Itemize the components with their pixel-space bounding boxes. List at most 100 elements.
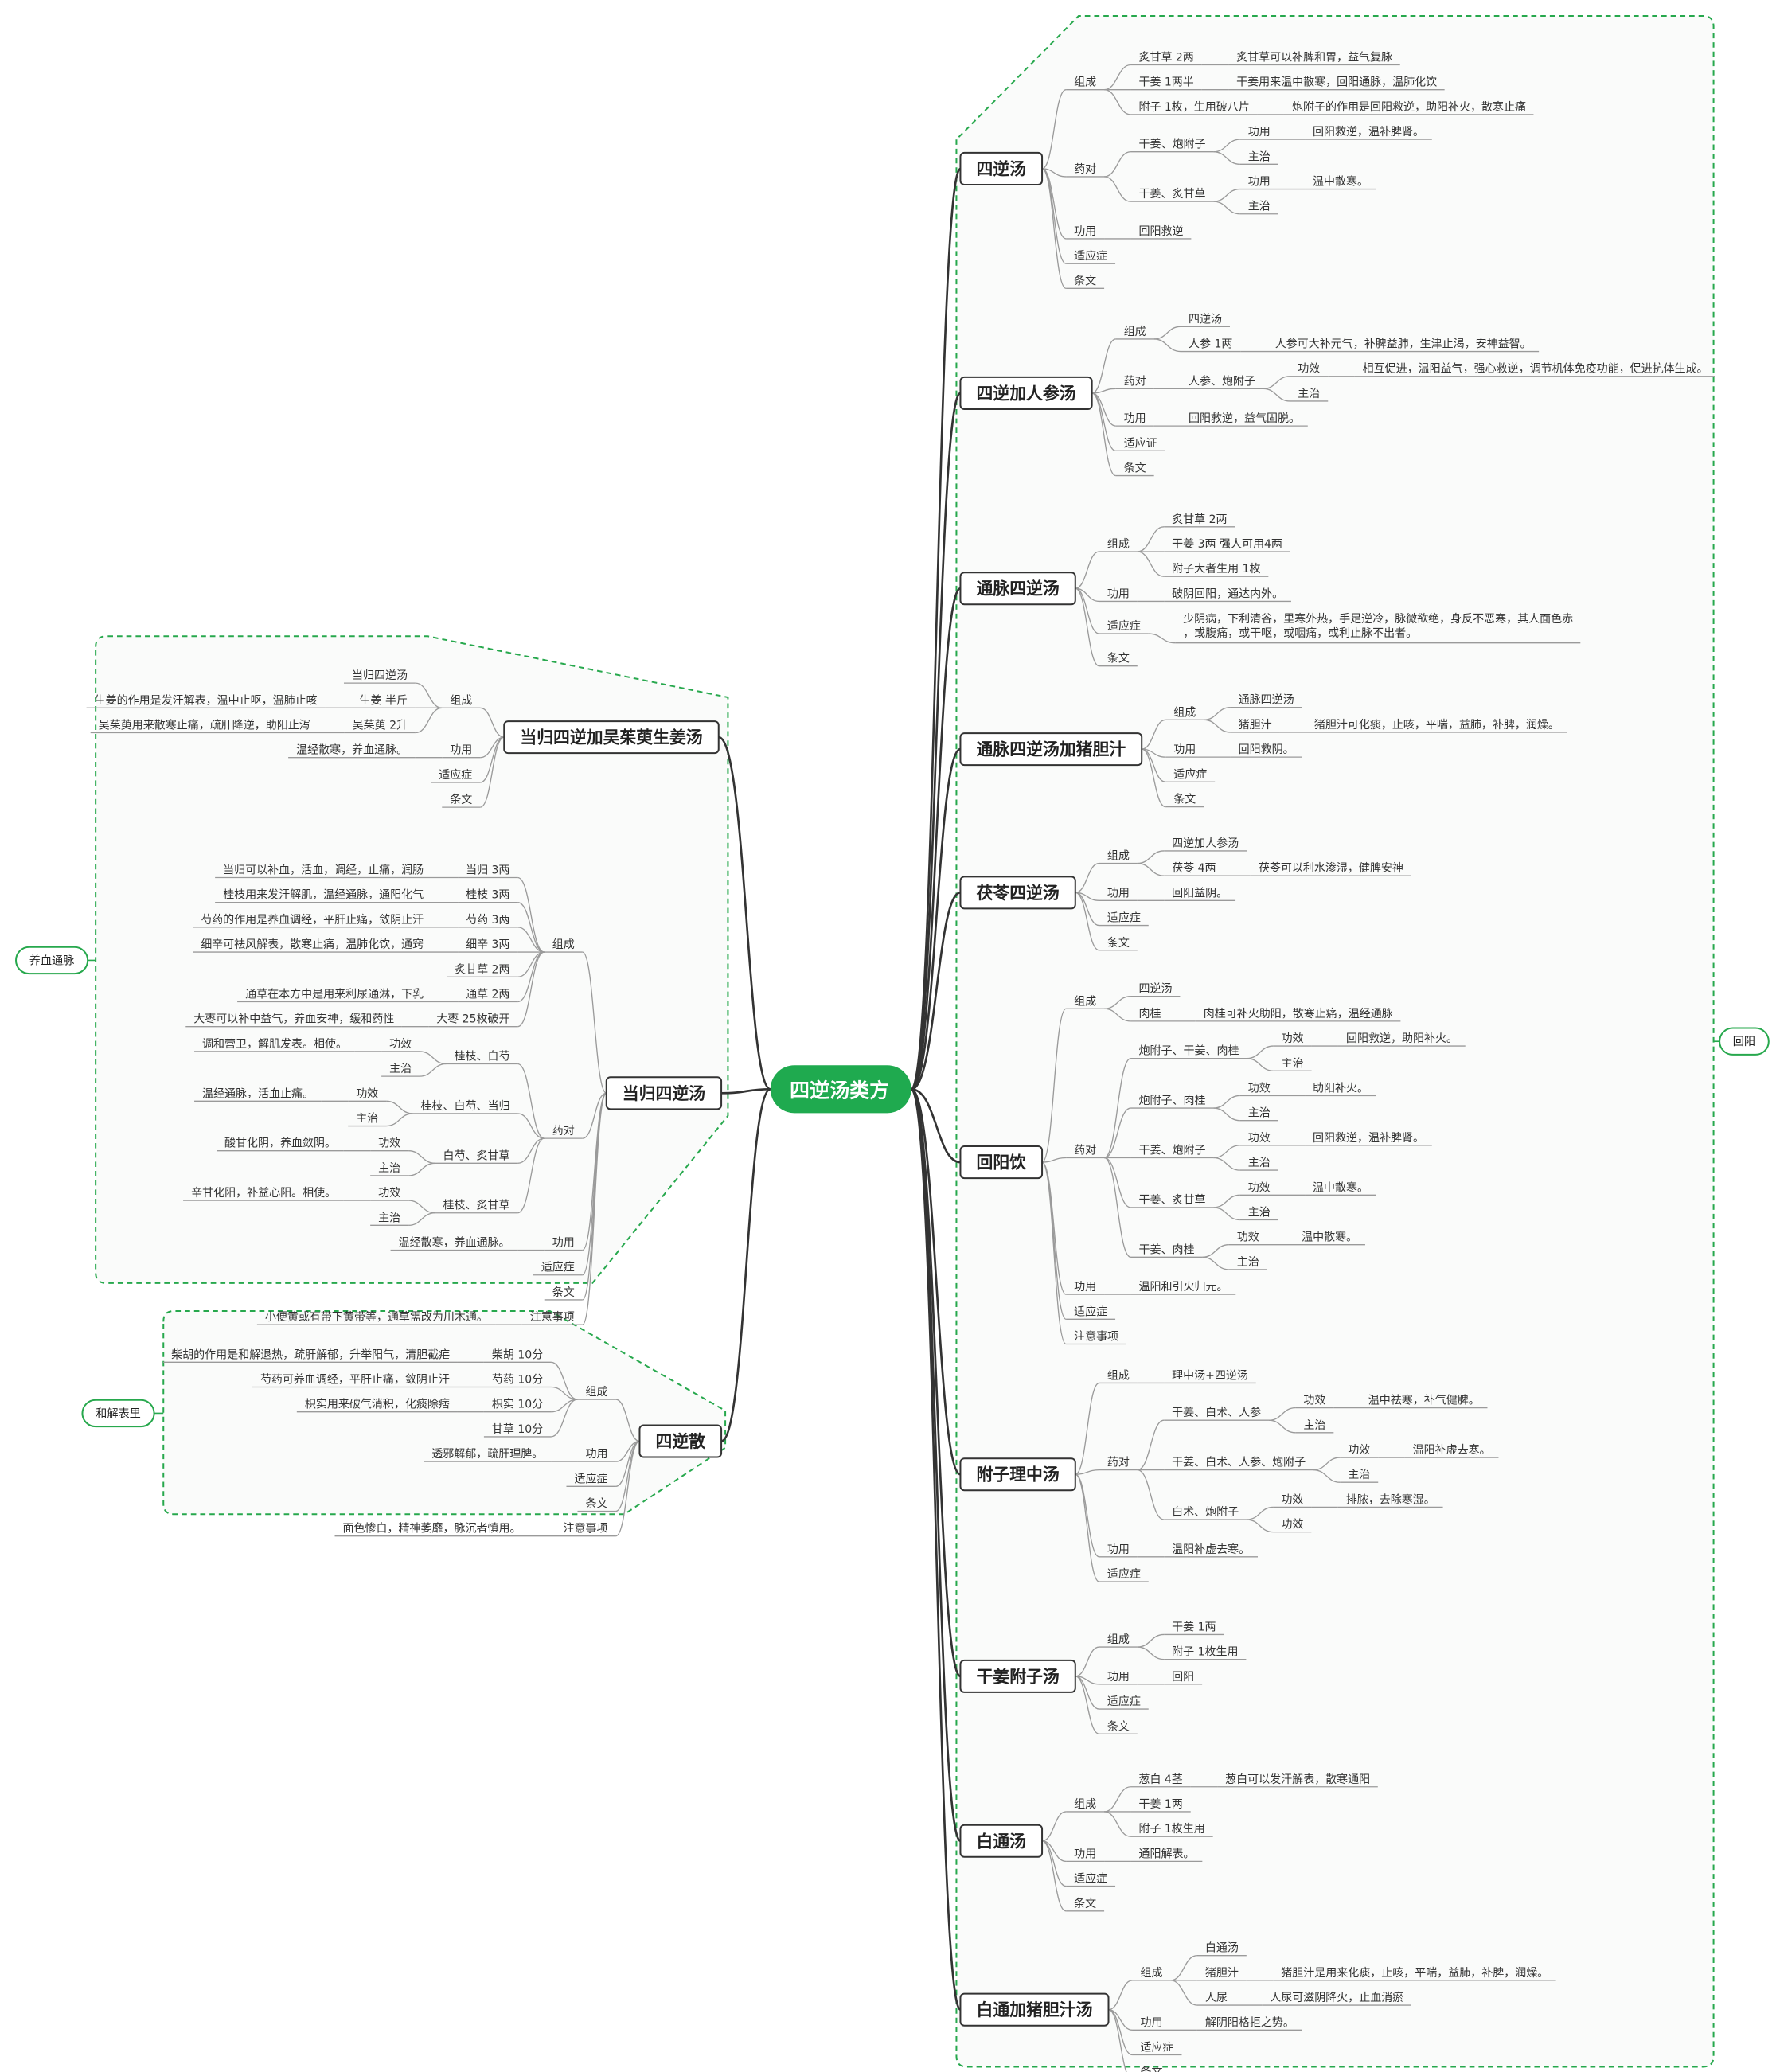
leaf-node: 功效 <box>1248 1181 1271 1194</box>
connector-line <box>1213 151 1240 165</box>
category-node: 条文 <box>1124 462 1146 475</box>
connector-line <box>1104 995 1131 1009</box>
connector-line <box>550 1399 578 1438</box>
leaf-node: 温中散寒。 <box>1302 1231 1357 1244</box>
branch-node[interactable] <box>959 376 1093 410</box>
branch-node[interactable] <box>959 732 1143 767</box>
group-label-yangxue[interactable] <box>15 946 89 975</box>
connector-line <box>1204 719 1231 733</box>
leaf-node: 附子 1枚生用 <box>1138 1823 1204 1836</box>
branch-node[interactable] <box>959 1145 1044 1180</box>
leaf-node: 干姜、肉桂 <box>1138 1243 1194 1256</box>
connector-line <box>582 1092 607 1139</box>
category-node: 适应症 <box>1141 2040 1174 2054</box>
category-node: 组成 <box>585 1386 607 1399</box>
leaf-node: 大枣 25枚破开 <box>436 1013 509 1026</box>
leaf-node: 芍药可养血调经，平肝止痛，敛阴止汗 <box>260 1372 450 1386</box>
connector-line <box>420 1063 447 1077</box>
connector-line <box>1137 551 1165 577</box>
leaf-node: 桂枝、白芍 <box>454 1051 509 1063</box>
leaf-node: 猪胆汁 <box>1205 1967 1239 1980</box>
category-node: 功用 <box>450 744 472 757</box>
connector-line <box>1075 892 1100 951</box>
leaf-node: 主治 <box>356 1113 378 1126</box>
branch-node[interactable] <box>605 1076 723 1110</box>
connector-line <box>1103 1157 1131 1208</box>
connector-line <box>1137 1469 1165 1520</box>
connector-line <box>1137 1633 1165 1648</box>
leaf-node: 面色惨白，精神萎靡，脉沉者慎用。 <box>343 1522 521 1535</box>
connector-line <box>1041 1161 1067 1345</box>
branch-node[interactable] <box>959 1457 1076 1492</box>
leaf-node: 甘草 10分 <box>492 1423 543 1436</box>
category-node: 组成 <box>1107 1633 1130 1646</box>
leaf-node: 回阳救逆，温补脾肾。 <box>1313 1132 1424 1145</box>
group-label-huiyang[interactable] <box>1719 1027 1770 1056</box>
root-node[interactable] <box>770 1065 911 1114</box>
group-label-hejie[interactable] <box>81 1399 155 1428</box>
connector-line <box>1075 551 1099 589</box>
leaf-node: 功效 <box>356 1087 378 1100</box>
branch-node[interactable] <box>959 1824 1044 1858</box>
category-node: 功用 <box>585 1448 607 1461</box>
leaf-node: 回阳救逆，助阳补火。 <box>1346 1032 1458 1045</box>
leaf-node: 功效 <box>1281 1493 1303 1506</box>
branch-node[interactable] <box>959 151 1044 185</box>
connector-line <box>517 876 545 953</box>
leaf-node: 附子 1枚生用 <box>1172 1646 1238 1659</box>
category-node: 药对 <box>1124 375 1146 388</box>
branch-title: 四逆加人参汤 <box>977 384 1076 403</box>
leaf-node: 枳实 10分 <box>492 1399 543 1411</box>
leaf-node: 白术、炮附子 <box>1172 1506 1239 1519</box>
connector-line <box>408 1200 435 1214</box>
branch-node[interactable] <box>503 720 720 755</box>
branch-title: 回阳饮 <box>976 1153 1027 1173</box>
leaf-node: 主治 <box>1282 1057 1304 1070</box>
leaf-node: 炙甘草可以补脾和胃，益气复脉 <box>1236 51 1392 64</box>
connector-line <box>1108 1980 1133 2011</box>
category-node: 条文 <box>585 1497 607 1511</box>
branch-node[interactable] <box>959 572 1076 606</box>
connector-line <box>1268 1419 1296 1434</box>
leaf-node: 茯苓可以利水渗湿，健脾安神 <box>1259 861 1403 875</box>
branch-title: 通脉四逆汤加猪胆汁 <box>977 740 1126 759</box>
branch-title: 附子理中汤 <box>977 1465 1060 1485</box>
connector-line <box>1075 1382 1100 1475</box>
leaf-node: 调和营卫，解肌发表。相使。 <box>202 1037 347 1051</box>
leaf-node: 葱白可以发汗解表，散寒通阳 <box>1225 1773 1370 1786</box>
leaf-node: 温阳补虚去寒。 <box>1413 1443 1491 1457</box>
leaf-node: 主治 <box>1248 150 1271 163</box>
category-node: 适应症 <box>1107 911 1141 925</box>
connector-line <box>517 902 545 953</box>
connector-line <box>1041 168 1067 290</box>
branch-node[interactable] <box>959 1992 1110 2027</box>
leaf-node: 附子大者生用 1枚 <box>1172 563 1260 576</box>
branch-node[interactable] <box>959 1659 1076 1693</box>
branch-title: 当归四逆汤 <box>623 1084 705 1103</box>
branch-connector <box>911 1087 962 1476</box>
leaf-node: 功效 <box>378 1137 400 1150</box>
branch-title: 白通汤 <box>976 1832 1026 1851</box>
connector-line <box>1137 1419 1165 1471</box>
category-node: 注意事项 <box>530 1310 575 1324</box>
connector-line <box>1137 1646 1165 1660</box>
branch-connector <box>910 1087 962 1843</box>
connector-line <box>582 951 607 1094</box>
leaf-node: 温中散寒。 <box>1313 175 1368 189</box>
category-node: 组成 <box>1107 850 1130 863</box>
connector-line <box>1103 1058 1131 1159</box>
branch-node[interactable] <box>638 1424 723 1458</box>
leaf-node: 生姜 半斤 <box>360 694 408 707</box>
leaf-node: 助阳补火。 <box>1313 1082 1368 1095</box>
leaf-node: 干姜、炙甘草 <box>1138 188 1205 201</box>
leaf-node: 干姜 1两 <box>1172 1621 1216 1633</box>
connector-line <box>1075 1473 1100 1582</box>
branch-node[interactable] <box>959 876 1076 910</box>
category-node: 组成 <box>1074 995 1096 1008</box>
connector-line <box>1075 587 1100 634</box>
category-node: 条文 <box>1074 1897 1096 1910</box>
leaf-node: 温阳补虚去寒。 <box>1172 1543 1250 1556</box>
category-node: 条文 <box>552 1286 575 1299</box>
category-node: 组成 <box>1074 1798 1096 1811</box>
